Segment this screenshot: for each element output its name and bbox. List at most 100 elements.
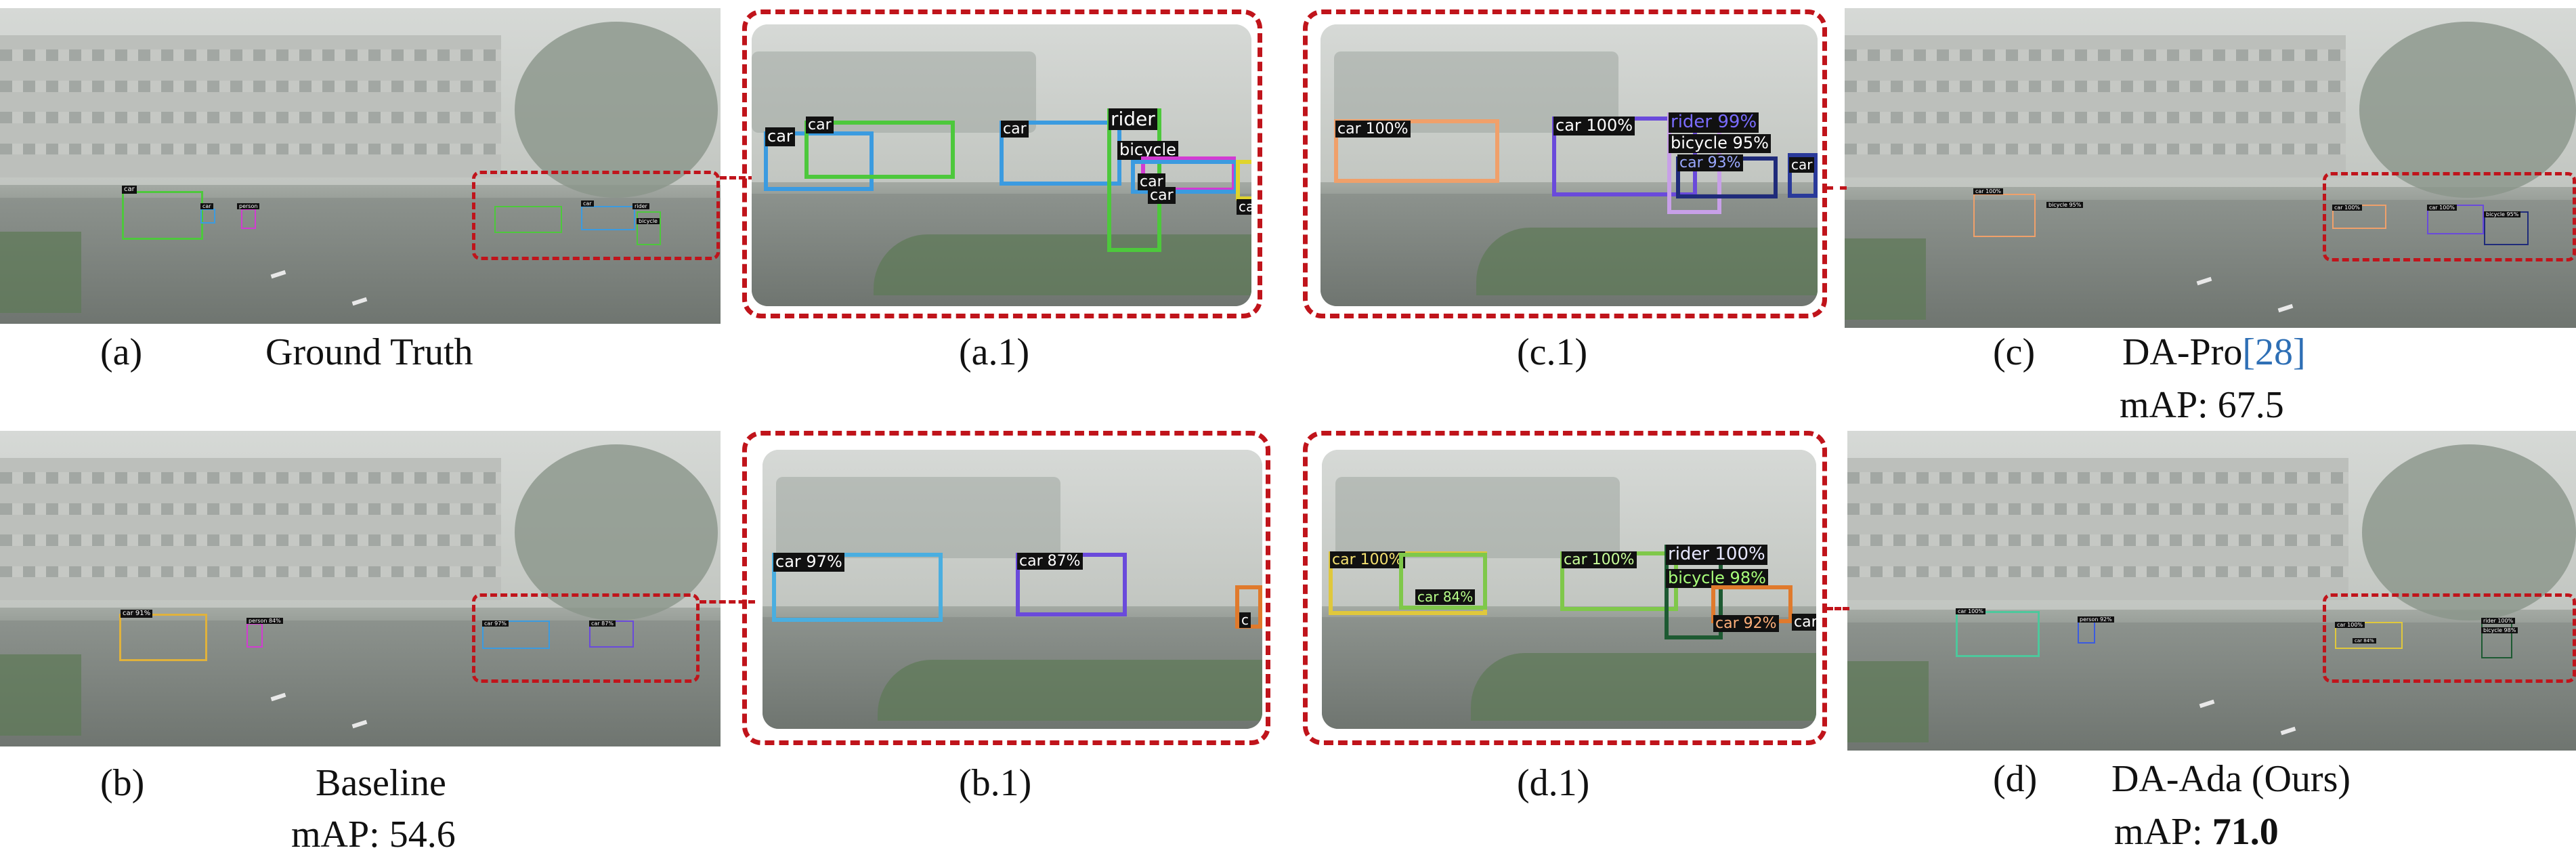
caption-c-title: DA-Pro[28] bbox=[2122, 331, 2306, 373]
connector-line bbox=[720, 176, 755, 180]
thumb-c-label: car 100% bbox=[2427, 205, 2457, 211]
bbox bbox=[637, 211, 661, 245]
thumb-a-label: bicycle bbox=[637, 218, 660, 225]
a1-label: car bbox=[806, 117, 834, 134]
caption-b1-letter: (b.1) bbox=[959, 762, 1032, 804]
thumb-a-label: car bbox=[200, 203, 213, 210]
thumb-d-label: bicycle 98% bbox=[2481, 627, 2518, 634]
thumb-c-label: car 100% bbox=[1973, 188, 2004, 195]
b1-label: car 87% bbox=[1017, 553, 1083, 570]
thumb-b-label: person 84% bbox=[246, 618, 283, 625]
d1-label: car 100% bbox=[1330, 551, 1405, 569]
bbox bbox=[246, 623, 263, 648]
thumb-b-label: car 91% bbox=[121, 610, 153, 618]
a1-label: car bbox=[1001, 121, 1029, 138]
a1-label: bicycle bbox=[1117, 140, 1178, 160]
bbox bbox=[2078, 620, 2095, 644]
thumb-d-label: car 84% bbox=[2353, 638, 2376, 644]
a1-label: car bbox=[765, 127, 795, 146]
bbox bbox=[122, 191, 203, 240]
a1-label: rider bbox=[1109, 108, 1157, 131]
zoom-frame-d1 bbox=[1303, 431, 1827, 745]
connector-line bbox=[700, 600, 755, 604]
caption-d-map: mAP: 71.0 bbox=[2114, 811, 2279, 853]
c1-label: car 100% bbox=[1335, 121, 1411, 138]
thumb-a-label: rider bbox=[632, 203, 649, 210]
zoom-frame-b1 bbox=[742, 431, 1270, 745]
panel-a1-image: car car car rider bicycle car car ca bbox=[752, 24, 1251, 306]
thumb-d-label: person 92% bbox=[2078, 616, 2114, 623]
c1-label: car 93% bbox=[1677, 154, 1743, 172]
caption-a-letter: (a) bbox=[100, 331, 143, 373]
thumb-c-label: bicycle 95% bbox=[2046, 202, 2084, 209]
caption-c-map: mAP: 67.5 bbox=[2120, 384, 2284, 426]
bbox bbox=[119, 614, 207, 661]
bbox bbox=[1236, 160, 1251, 201]
building bbox=[0, 35, 501, 177]
c1-label: car bbox=[1789, 157, 1815, 173]
caption-b-map: mAP: 54.6 bbox=[291, 814, 456, 856]
d1-label: car 92% bbox=[1713, 615, 1779, 633]
citation-link[interactable]: 28 bbox=[2254, 331, 2293, 373]
bbox bbox=[772, 553, 943, 622]
bbox bbox=[1399, 553, 1487, 610]
thumb-a-label: person bbox=[237, 203, 260, 210]
d1-label: car 100% bbox=[1562, 551, 1637, 569]
panel-a-image: car car person car rider bicycle bbox=[0, 8, 721, 324]
caption-c1-letter: (c.1) bbox=[1517, 331, 1588, 373]
caption-a-title: Ground Truth bbox=[265, 331, 473, 373]
thumb-a-label: car bbox=[581, 201, 594, 207]
connector-line bbox=[1826, 607, 1849, 610]
b1-label: c bbox=[1239, 612, 1251, 628]
caption-d-title: DA-Ada (Ours) bbox=[2111, 758, 2351, 800]
thumb-c-label: bicycle 95% bbox=[2484, 211, 2521, 218]
bbox bbox=[2335, 622, 2403, 649]
c1-label: car 100% bbox=[1553, 116, 1635, 135]
d1-label: car bbox=[1792, 614, 1816, 631]
d1-label: bicycle 98% bbox=[1666, 568, 1768, 588]
a1-label: ca bbox=[1237, 199, 1251, 215]
zoom-region bbox=[2323, 172, 2576, 261]
caption-a1-letter: (a.1) bbox=[959, 331, 1030, 373]
bbox bbox=[200, 209, 215, 224]
zoom-region bbox=[2323, 593, 2576, 683]
bbox bbox=[804, 121, 955, 179]
b1-label: car 97% bbox=[773, 552, 844, 572]
tree bbox=[515, 22, 718, 198]
bbox bbox=[1973, 194, 2036, 237]
panel-b-image: car 91% person 84% car 97% car 87% bbox=[0, 431, 721, 746]
d1-label: rider 100% bbox=[1666, 544, 1767, 565]
panel-d1-image: car 100% car 84% car 100% rider 100% bic… bbox=[1322, 450, 1816, 729]
caption-c-letter: (c) bbox=[1993, 331, 2036, 373]
caption-b-title: Baseline bbox=[316, 762, 446, 804]
bbox bbox=[1956, 611, 2040, 657]
a1-label: car bbox=[1148, 187, 1176, 205]
thumb-c-label: car 100% bbox=[2332, 205, 2363, 211]
panel-d-image: car 100% person 92% car 100% car 84% rid… bbox=[1847, 431, 2576, 751]
bbox bbox=[1788, 153, 1818, 198]
zoom-region bbox=[472, 593, 700, 683]
thumb-b-label: car 97% bbox=[482, 620, 509, 627]
thumb-d-label: car 100% bbox=[1956, 608, 1986, 615]
connector-line bbox=[1826, 186, 1847, 190]
c1-label: bicycle 95% bbox=[1669, 133, 1771, 153]
thumb-a-label: car bbox=[122, 186, 137, 194]
c1-label: rider 99% bbox=[1669, 112, 1759, 133]
caption-d-letter: (d) bbox=[1993, 758, 2038, 800]
thumb-d-label: car 100% bbox=[2335, 622, 2365, 629]
panel-c-image: car 100% bicycle 95% car 100% car 100% b… bbox=[1845, 8, 2576, 328]
thumb-d-label: rider 100% bbox=[2481, 618, 2516, 625]
thumb-b-label: car 87% bbox=[589, 620, 616, 627]
panel-c1-image: car 100% car 100% rider 99% bicycle 95% … bbox=[1321, 24, 1818, 306]
caption-d1-letter: (d.1) bbox=[1517, 762, 1590, 804]
bbox bbox=[482, 620, 550, 649]
zoom-frame-c1 bbox=[1303, 9, 1827, 318]
zoom-frame-a1 bbox=[742, 9, 1262, 318]
d1-label: car 84% bbox=[1415, 589, 1476, 605]
caption-b-letter: (b) bbox=[100, 762, 145, 804]
zoom-region bbox=[472, 171, 720, 260]
grass bbox=[0, 232, 81, 313]
bbox bbox=[581, 206, 635, 230]
bbox bbox=[1334, 119, 1499, 183]
bbox bbox=[241, 209, 256, 229]
